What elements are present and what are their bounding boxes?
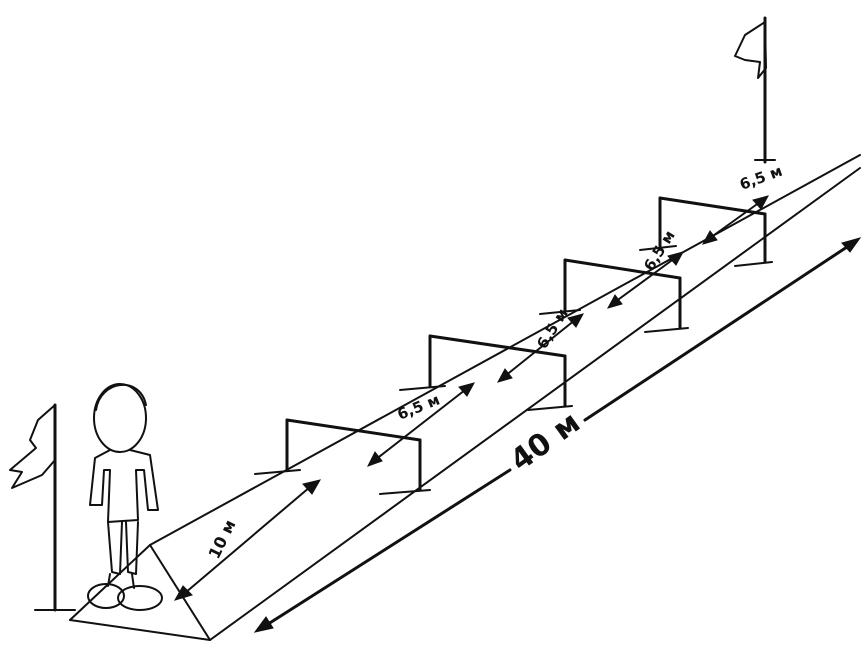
start-to-first-hurdle-label: 10 м: [205, 517, 240, 562]
start-segment-arrow: [175, 480, 320, 600]
spacing-label-2: 6,5 м: [533, 305, 572, 352]
child-figure: [88, 384, 162, 610]
spacing-label-4: 6,5 м: [737, 162, 785, 194]
spacing-arrow-4: [703, 196, 768, 244]
total-distance-label: 40 м: [504, 405, 587, 478]
finish-flag-icon: [735, 18, 775, 162]
track-outline: [70, 155, 860, 640]
spacing-label-3: 6,5 м: [640, 227, 679, 274]
start-flag-icon: [10, 405, 75, 610]
hurdle-1: [255, 420, 430, 494]
spacing-label-1: 6,5 м: [395, 391, 443, 424]
